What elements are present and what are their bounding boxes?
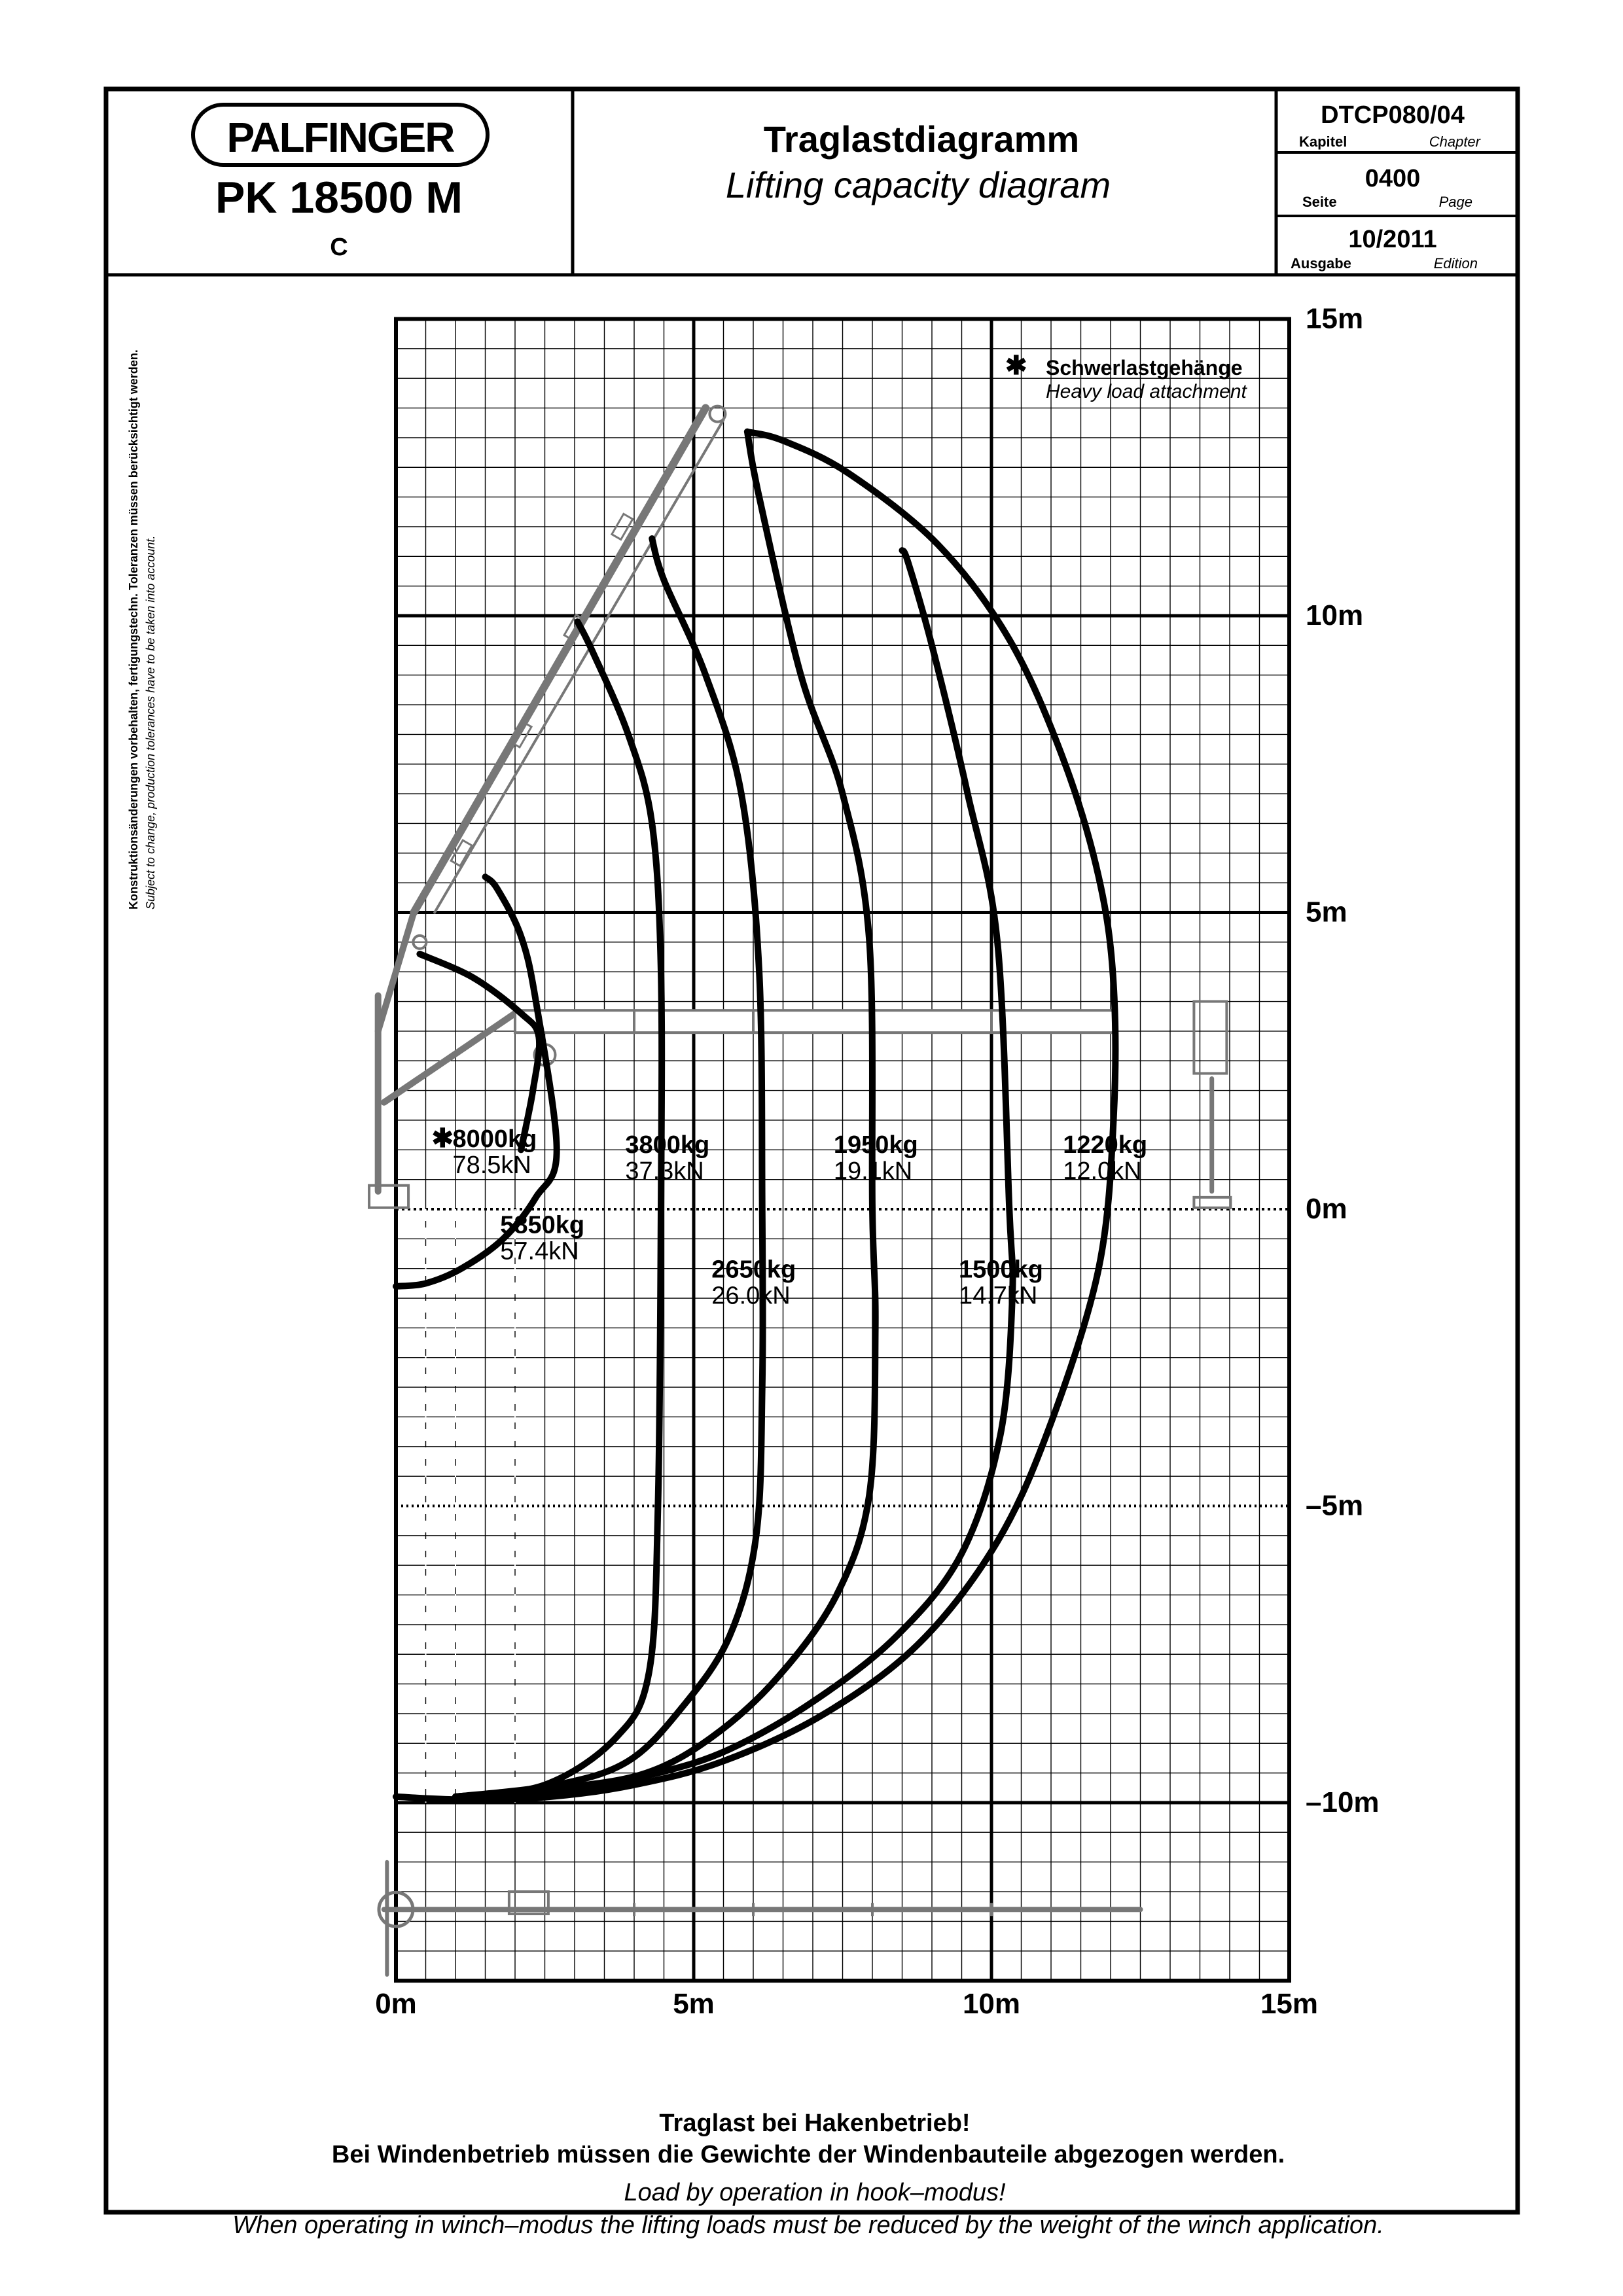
model-name: PK 18500 M — [215, 173, 463, 222]
axis-ticks: 15m 10m 5m 0m –5m –10m 0m 5m 10m 15m — [375, 303, 1379, 2021]
side-note-german: Konstruktionsänderungen vorbehalten, fer… — [127, 349, 140, 910]
crane-boom-joint — [610, 512, 634, 541]
x-tick-label: 10m — [963, 1988, 1020, 2020]
page-frame — [103, 86, 1520, 2215]
y-tick-label: –5m — [1306, 1490, 1363, 1522]
title-german: Traglastdiagramm — [764, 118, 1079, 160]
edition-value: 10/2011 — [1348, 226, 1436, 253]
crane-outer-boom — [514, 1009, 1118, 1034]
x-tick-label: 15m — [1260, 1988, 1318, 2020]
capacity-curve-5850kg — [393, 874, 560, 1290]
page-label-en: Page — [1439, 194, 1472, 210]
heavy-load-marker: ✱ — [431, 1124, 454, 1153]
footer-german-line-2: Bei Windenbetrieb müssen die Gewichte de… — [332, 2141, 1285, 2168]
title-english: Lifting capacity diagram — [726, 164, 1111, 205]
capacity-label-kn: 57.4kN — [500, 1237, 579, 1265]
capacity-label-kg: 5850kg — [500, 1211, 584, 1239]
crane-boom-joint — [450, 839, 474, 868]
crane-topview-turret — [377, 1890, 415, 1928]
footer-english-line-2: When operating in winch–modus the liftin… — [232, 2212, 1384, 2239]
heavy-load-symbol: ✱ — [1005, 351, 1027, 380]
capacity-label-kg: 8000kg — [452, 1125, 537, 1153]
model-variant: C — [330, 234, 348, 261]
capacity-label-kn: 78.5kN — [452, 1152, 531, 1179]
crane-boom-joint — [509, 720, 533, 749]
edition-label-en: Edition — [1434, 255, 1478, 272]
capacity-curve-1220kg — [393, 428, 1119, 1803]
capacity-label-kn: 26.0kN — [711, 1282, 790, 1309]
side-note-english: Subject to change, production tolerances… — [144, 536, 157, 910]
capacity-curve-1950kg — [452, 428, 879, 1800]
x-tick-label: 5m — [673, 1988, 715, 2020]
chapter-label-de: Kapitel — [1299, 133, 1347, 150]
capacity-curve-1500kg — [452, 547, 1016, 1800]
crane-pivot-joint — [412, 934, 428, 950]
capacity-label-kg: 1220kg — [1063, 1131, 1147, 1159]
palfinger-logo-frame — [191, 103, 490, 167]
y-tick-label: 5m — [1306, 896, 1347, 928]
crane-stabiliser-foot — [1192, 1195, 1232, 1209]
footer-german-line-1: Traglast bei Hakenbetrieb! — [659, 2110, 970, 2137]
crane-stabiliser-head — [1192, 1000, 1228, 1075]
y-tick-label: 10m — [1306, 599, 1363, 631]
palfinger-logo-text: PALFINGER — [226, 114, 454, 161]
palfinger-logo: PALFINGER — [191, 103, 490, 167]
crane-column — [374, 909, 418, 1034]
crane-vertical-boom-inner — [433, 418, 725, 914]
y-tick-label: 15m — [1306, 303, 1363, 335]
crane-foot — [368, 1184, 410, 1209]
crane-vertical-boom-outer — [410, 404, 710, 917]
capacity-curve-3800kg — [452, 618, 666, 1800]
capacity-curve-2650kg — [452, 535, 766, 1800]
capacity-label-kn: 37.3kN — [625, 1157, 704, 1185]
footer-english-line-1: Load by operation in hook–modus! — [624, 2179, 1006, 2206]
crane-boom-tip-pulley — [708, 404, 727, 423]
capacity-label-kn: 14.7kN — [959, 1282, 1037, 1309]
chapter-label-en: Chapter — [1429, 133, 1482, 150]
capacity-label-kn: 12.0kN — [1063, 1157, 1141, 1185]
legend-heavy-load-german: Schwerlastgehänge — [1046, 356, 1243, 380]
page-value: 0400 — [1365, 165, 1421, 192]
capacity-label-kg: 2650kg — [711, 1256, 796, 1283]
capacity-label-kg: 1500kg — [959, 1256, 1043, 1283]
capacity-label-kg: 1950kg — [834, 1131, 918, 1159]
chapter-value: DTCP080/04 — [1321, 101, 1465, 129]
legend-heavy-load-english: Heavy load attachment — [1046, 381, 1248, 402]
crane-topview-cylinder — [507, 1890, 550, 1916]
page-label-de: Seite — [1302, 194, 1337, 210]
crane-inner-boom — [380, 1010, 518, 1106]
edition-label-de: Ausgabe — [1291, 255, 1351, 272]
capacity-label-kn: 19.1kN — [834, 1157, 912, 1185]
x-tick-label: 0m — [375, 1988, 417, 2020]
capacity-label-kg: 3800kg — [625, 1131, 709, 1159]
crane-drawing — [368, 404, 1232, 1977]
capacity-curve-8000kg — [416, 951, 543, 1154]
capacity-curves — [393, 428, 1119, 1803]
y-tick-label: 0m — [1306, 1193, 1347, 1225]
chart-border — [394, 317, 1291, 1983]
y-tick-label: –10m — [1306, 1786, 1380, 1818]
